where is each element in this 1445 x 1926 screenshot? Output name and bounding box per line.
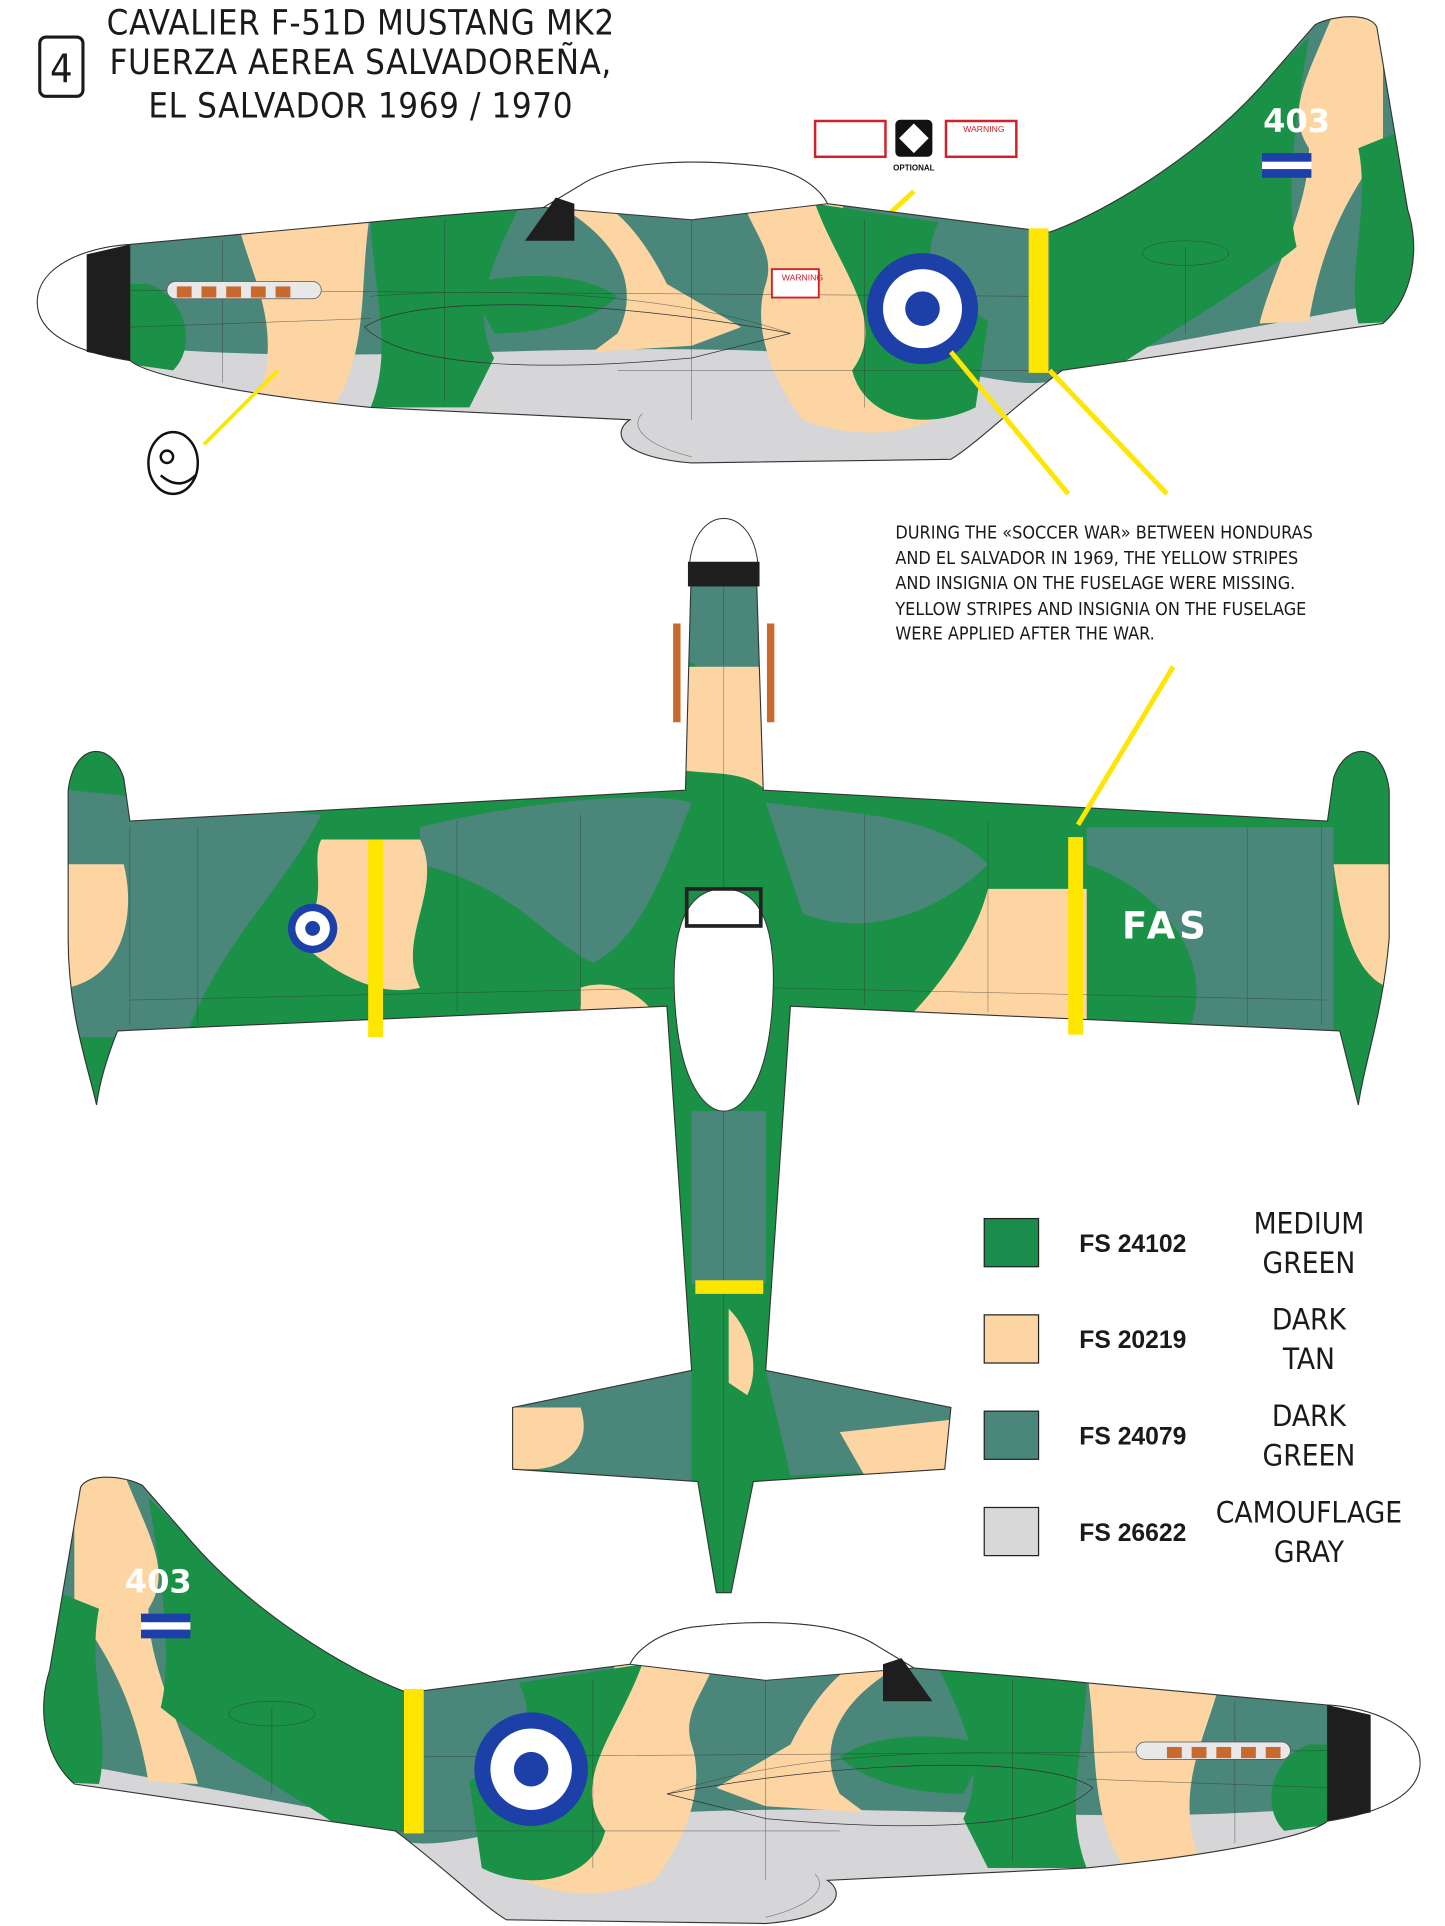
roundel-pointer (949, 350, 1071, 496)
stencil-callouts: OPTIONAL WARNING (813, 119, 1018, 262)
wing-letters: FAS (1122, 904, 1209, 947)
legend-item: FS 26622 CAMOUFLAGE GRAY (983, 1494, 1402, 1569)
profile-number-box (38, 35, 85, 98)
fin-flag (140, 1613, 191, 1639)
fs-code: FS 24102 (1079, 1231, 1186, 1258)
warning-decal-label: WARNING (782, 272, 824, 282)
fs-code: FS 20219 (1079, 1327, 1186, 1354)
optional-label: OPTIONAL (893, 163, 935, 172)
color-swatch (983, 1217, 1040, 1268)
color-name: MEDIUM (1254, 1205, 1365, 1240)
nose-art-pointer (202, 369, 280, 446)
left-wing-stripe (368, 839, 383, 1038)
color-name: GREEN (1263, 1245, 1356, 1280)
note-line: YELLOW STRIPES AND INSIGNIA ON THE FUSEL… (894, 599, 1306, 620)
blank-stencil-box (813, 119, 887, 159)
stripe-pointer (1047, 368, 1169, 496)
fuselage-roundel (866, 253, 979, 365)
fin-flag (1262, 153, 1312, 178)
color-legend: FS 24102 MEDIUM GREEN FS 20219 DARK TAN … (983, 1205, 1402, 1569)
profile-number: 4 (50, 47, 73, 93)
color-name: DARK (1272, 1302, 1348, 1337)
title-block: 4 CAVALIER F-51D MUSTANG MK2 FUERZA AERE… (38, 4, 615, 126)
legend-item: FS 24079 DARK GREEN (983, 1398, 1356, 1472)
color-name: TAN (1282, 1341, 1335, 1376)
legend-item: FS 20219 DARK TAN (983, 1302, 1348, 1376)
color-name: DARK (1272, 1398, 1348, 1433)
color-name: GREEN (1263, 1437, 1356, 1472)
note-line: DURING THE «SOCCER WAR» BETWEEN HONDURAS (895, 522, 1313, 543)
warning-decal (770, 268, 820, 299)
color-swatch (983, 1410, 1040, 1460)
nose-art-emblem (147, 430, 200, 496)
fs-code: FS 26622 (1079, 1520, 1186, 1547)
historical-note: DURING THE «SOCCER WAR» BETWEEN HONDURAS… (894, 522, 1313, 644)
legend-item: FS 24102 MEDIUM GREEN (983, 1205, 1365, 1280)
note-line: WERE APPLIED AFTER THE WAR. (895, 624, 1154, 645)
title-line-2: FUERZA AEREA SALVADOREÑA, (110, 43, 612, 83)
tail-number: 403 (125, 1563, 192, 1601)
note-line: AND INSIGNIA ON THE FUSELAGE WERE MISSIN… (895, 573, 1295, 594)
color-name: CAMOUFLAGE (1216, 1494, 1402, 1529)
color-name: GRAY (1274, 1534, 1345, 1569)
tail-number: 403 (1263, 102, 1330, 140)
color-swatch (983, 1506, 1040, 1557)
note-line: AND EL SALVADOR IN 1969, THE YELLOW STRI… (895, 548, 1298, 569)
wing-roundel (287, 903, 338, 954)
left-side-profile: WARNING 403 (0, 0, 1445, 496)
fuselage-roundel (474, 1712, 588, 1826)
plan-canopy (673, 888, 774, 1112)
wing-stripe-pointer (1075, 665, 1176, 826)
right-wing-stripe (1068, 837, 1084, 1035)
title-line-1: CAVALIER F-51D MUSTANG MK2 (107, 4, 615, 44)
color-swatch (983, 1314, 1040, 1364)
fs-code: FS 24079 (1079, 1423, 1186, 1450)
right-side-profile: 403 (13, 1461, 1445, 1926)
warning-label: WARNING (963, 124, 1005, 134)
plan-spinner (688, 518, 759, 569)
yellow-fuselage-stripe (1028, 228, 1049, 373)
top-plan-view: FAS (67, 518, 1390, 1594)
warning-stencil-box (944, 119, 1018, 159)
title-line-3: EL SALVADOR 1969 / 1970 (148, 86, 573, 126)
yellow-fuselage-stripe (403, 1688, 424, 1834)
rear-fuselage-stripe (695, 1280, 764, 1294)
